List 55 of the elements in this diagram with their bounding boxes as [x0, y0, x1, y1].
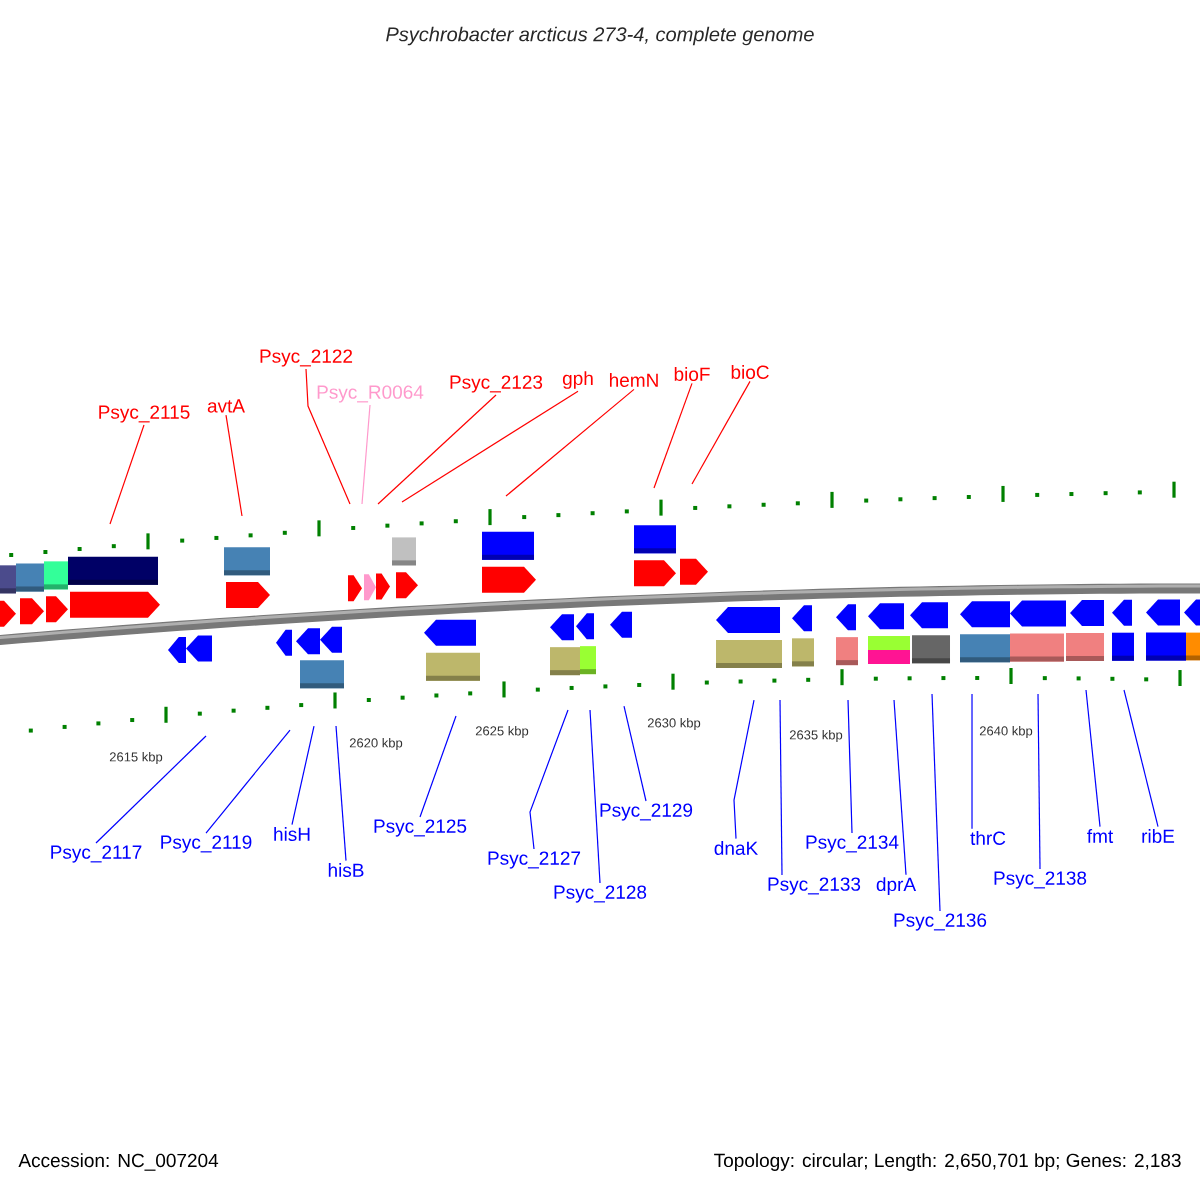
leader-line	[377, 394, 497, 505]
gene-label: Psyc_2134	[806, 835, 899, 853]
leader-line	[653, 382, 693, 489]
gene-label: bioC	[731, 365, 769, 379]
footer-text: Topology: circular; Length: 2,650,701 bp; Genes: 2,183	[714, 1153, 1181, 1171]
leader-line	[505, 388, 635, 497]
gene-label: dnaK	[714, 841, 758, 855]
leader-line	[971, 693, 973, 830]
gene-label: Psyc_2115	[99, 405, 190, 423]
leader-line	[1085, 689, 1101, 828]
leader-line	[419, 715, 457, 818]
leader-line	[291, 725, 315, 826]
footer-text: Accession: NC_007204	[18, 1153, 219, 1171]
gene-label: dprA	[876, 877, 917, 895]
leader-line	[1037, 693, 1041, 870]
gene-label: fmt	[1087, 829, 1114, 843]
gene-label: Psyc_2128	[554, 885, 647, 903]
gene-label: thrC	[970, 831, 1006, 845]
leader-line	[361, 404, 371, 505]
gene-label: Psyc_2138	[994, 871, 1087, 889]
leader-line	[335, 725, 347, 862]
leader-line	[893, 699, 907, 876]
gene-label: hemN	[610, 373, 658, 387]
leader-line	[779, 699, 783, 876]
leader-line	[589, 709, 601, 884]
gene-label: Psyc_R0064	[317, 385, 424, 403]
gene-label: Psyc_2119	[161, 835, 252, 853]
title: Psychrobacter arcticus 273-4, complete genome	[386, 26, 814, 46]
leader-line	[623, 705, 647, 802]
leader-line	[847, 699, 853, 834]
leader-line	[109, 424, 145, 525]
gene-label: Psyc_2122	[260, 349, 353, 367]
gene-label: Psyc_2117	[51, 845, 142, 863]
gene-label: bioF	[674, 367, 710, 381]
leader-line	[95, 735, 207, 844]
leader-line	[305, 368, 351, 505]
leader-line	[529, 709, 569, 850]
leader-line	[691, 380, 751, 485]
gene-label: ribE	[1142, 829, 1175, 843]
gene-label: Psyc_2136	[894, 913, 987, 931]
leader-line	[225, 414, 243, 517]
leader-line	[1123, 689, 1159, 828]
gene-label: avtA	[207, 399, 245, 413]
gene-label: hisH	[274, 827, 310, 841]
gene-label: Psyc_2125	[374, 819, 467, 837]
gene-label: Psyc_2133	[768, 877, 861, 895]
gene-label: Psyc_2129	[600, 803, 693, 821]
leader-line	[205, 729, 291, 834]
leader-line	[931, 693, 941, 912]
gene-label: hisB	[328, 863, 364, 877]
leader-line	[733, 699, 755, 840]
gene-label: Psyc_2127	[488, 851, 581, 869]
gene-label: gph	[562, 371, 593, 389]
leader-line	[401, 390, 579, 503]
gene-label: Psyc_2123	[450, 375, 543, 393]
